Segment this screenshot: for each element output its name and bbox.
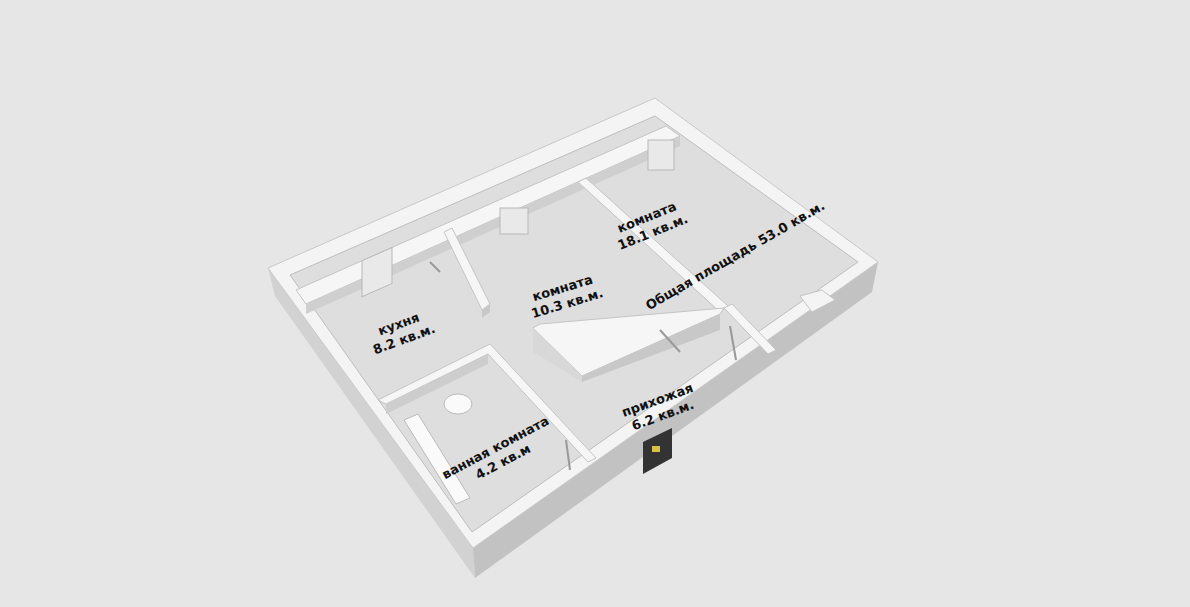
outer-wall <box>800 290 835 312</box>
door <box>730 326 736 360</box>
door <box>430 262 440 272</box>
door <box>660 330 680 352</box>
entrance-door <box>643 428 672 474</box>
door <box>566 440 570 470</box>
wall-face <box>482 304 490 318</box>
wall-face <box>533 328 582 382</box>
window <box>648 140 674 170</box>
window <box>362 247 392 296</box>
wall-face <box>386 354 488 414</box>
inner-wall <box>444 228 490 310</box>
outer-wall <box>268 98 878 548</box>
wall-face <box>582 314 720 382</box>
window <box>500 208 528 234</box>
inner-wall <box>724 304 776 354</box>
sink <box>444 394 472 414</box>
floor <box>290 116 858 532</box>
door-handle <box>652 446 660 452</box>
